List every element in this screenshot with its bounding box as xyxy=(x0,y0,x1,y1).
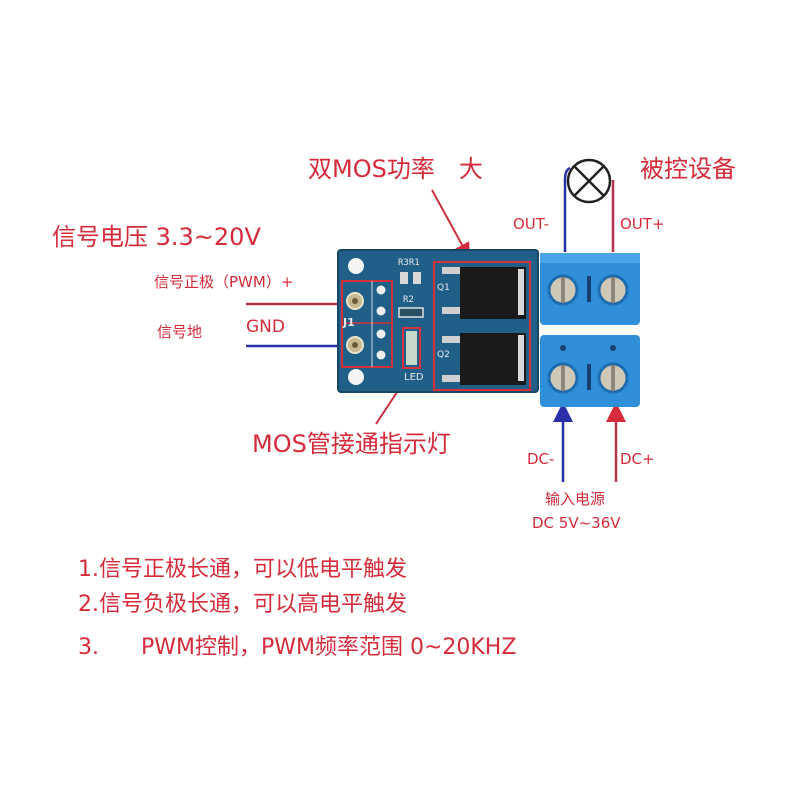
out-plus-label: OUT+ xyxy=(620,215,665,233)
out-minus-label: OUT- xyxy=(513,215,549,233)
out-minus-wire xyxy=(563,166,571,252)
silkscreen-q2: Q2 xyxy=(437,350,450,360)
silkscreen-q1: Q1 xyxy=(437,283,450,293)
input-range-label: DC 5V~36V xyxy=(532,514,621,532)
dc-plus-label: DC+ xyxy=(620,450,655,468)
controlled-device-label: 被控设备 xyxy=(640,155,736,183)
silkscreen-j1: J1 xyxy=(343,316,355,329)
dual-mos-label-suffix: 大 xyxy=(458,155,483,183)
silkscreen-led: LED xyxy=(404,372,424,383)
mos-pointer-arrow xyxy=(431,189,470,260)
input-power-label: 输入电源 xyxy=(545,490,606,508)
dual-mos-label-text: 双MOS功率 xyxy=(308,155,435,183)
dual-mos-label: 双MOS功率大 xyxy=(308,157,483,181)
mos-indicator-label: MOS管接通指示灯 xyxy=(252,430,451,458)
signal-voltage-label: 信号电压 3.3~20V xyxy=(52,223,261,251)
gnd-label: GND xyxy=(246,317,285,337)
mosfet-module-board xyxy=(337,249,539,393)
note-3: 3. PWM控制，PWM频率范围 0~20KHZ xyxy=(78,635,517,660)
silkscreen-r2: R2 xyxy=(403,295,414,305)
input-terminal-block xyxy=(540,335,640,407)
signal-positive-label: 信号正极（PWM）+ xyxy=(154,273,294,291)
note-2: 2.信号负极长通，可以高电平触发 xyxy=(78,592,407,617)
output-terminal-block xyxy=(540,253,640,325)
silkscreen-r3r1: R3R1 xyxy=(398,258,420,268)
dc-minus-label: DC- xyxy=(527,450,555,468)
signal-ground-label: 信号地 xyxy=(157,323,203,341)
lamp-icon xyxy=(566,158,612,204)
note-1: 1.信号正极长通，可以低电平触发 xyxy=(78,557,407,582)
